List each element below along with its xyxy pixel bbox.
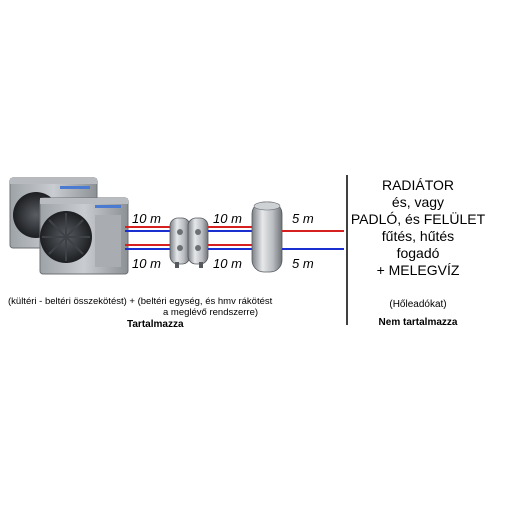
right-line-5: fogadó — [396, 245, 440, 261]
pipe-label-top-1: 10 m — [132, 211, 161, 226]
pipe-label-bottom-1: 10 m — [132, 256, 161, 271]
right-line-1: RADIÁTOR — [381, 177, 455, 193]
right-line-3: PADLÓ, és FELÜLET — [350, 211, 486, 227]
included-label: Tartalmazza — [127, 319, 184, 330]
pipe-segment-3 — [282, 230, 344, 250]
right-line-2: és, vagy — [391, 194, 445, 210]
pipe-segment-2 — [208, 226, 252, 250]
hot-water-tank — [251, 201, 283, 273]
indoor-unit — [169, 217, 209, 268]
pipe-label-top-2: 10 m — [213, 211, 242, 226]
left-note-line1: (kültéri - beltéri összekötést) + (belté… — [8, 296, 273, 307]
pipe-label-bottom-3: 5 m — [292, 256, 314, 271]
right-line-4: fűtés, hűtés — [381, 228, 455, 244]
pipe-segment-1 — [125, 226, 172, 250]
pipe-label-top-3: 5 m — [292, 211, 314, 226]
pipe-label-bottom-2: 10 m — [213, 256, 242, 271]
outdoor-unit-front — [39, 197, 129, 275]
left-note-line2: a meglévő rendszerre) — [163, 307, 259, 318]
right-note: (Hőleadókat) — [389, 299, 447, 310]
excluded-label: Nem tartalmazza — [378, 317, 458, 328]
right-panel-list: RADIÁTOR és, vagy PADLÓ, és FELÜLET fűté… — [333, 177, 503, 279]
right-line-6: + MELEGVÍZ — [376, 262, 460, 278]
